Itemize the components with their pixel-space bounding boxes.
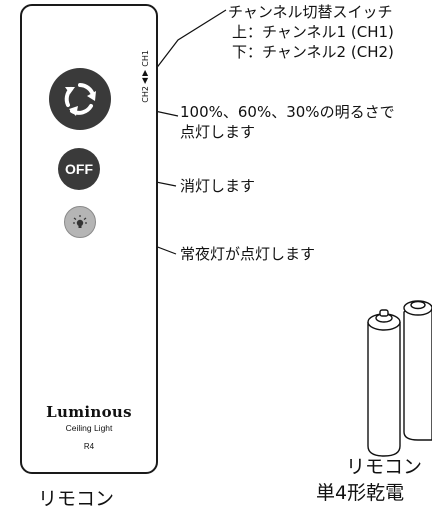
brand-logo: Luminous <box>46 403 132 421</box>
battery-caption-line1: リモコン <box>346 456 423 478</box>
channel-callout-title: チャンネル切替スイッチ <box>228 3 393 21</box>
nightlight-callout: 常夜灯が点灯します <box>180 245 316 263</box>
brightness-cycle-button[interactable] <box>49 68 111 130</box>
brand-subtitle: Ceiling Light <box>65 423 113 433</box>
batteries-illustration <box>367 300 432 457</box>
off-button[interactable]: OFF <box>58 148 100 190</box>
ch2-arrow-icon: ▼ <box>142 76 149 85</box>
nightlight-bulb-icon <box>73 215 87 228</box>
channel-callout-up: 上：チャンネル1 (CH1) <box>232 23 394 41</box>
ch2-label: CH2 <box>141 86 150 103</box>
channel-switch[interactable]: CH1 ▲ ▼ CH2 <box>140 50 154 104</box>
brightness-callout-line2: 点灯します <box>180 123 256 141</box>
channel-callout-down: 下：チャンネル2 (CH2) <box>232 43 394 61</box>
battery-caption-line2: 単4形乾電 <box>316 482 405 504</box>
nightlight-button[interactable] <box>64 206 96 238</box>
ch1-label: CH1 <box>141 50 150 67</box>
cycle-arrows-icon <box>64 83 96 116</box>
remote-caption: リモコン <box>38 488 115 510</box>
off-callout: 消灯します <box>180 177 256 195</box>
off-button-label: OFF <box>65 161 93 177</box>
channel-leader-line <box>151 9 227 75</box>
ch1-arrow-icon: ▲ <box>142 68 149 77</box>
model-label: R4 <box>83 442 95 451</box>
brightness-callout-line1: 100%、60%、30%の明るさで <box>180 103 395 121</box>
